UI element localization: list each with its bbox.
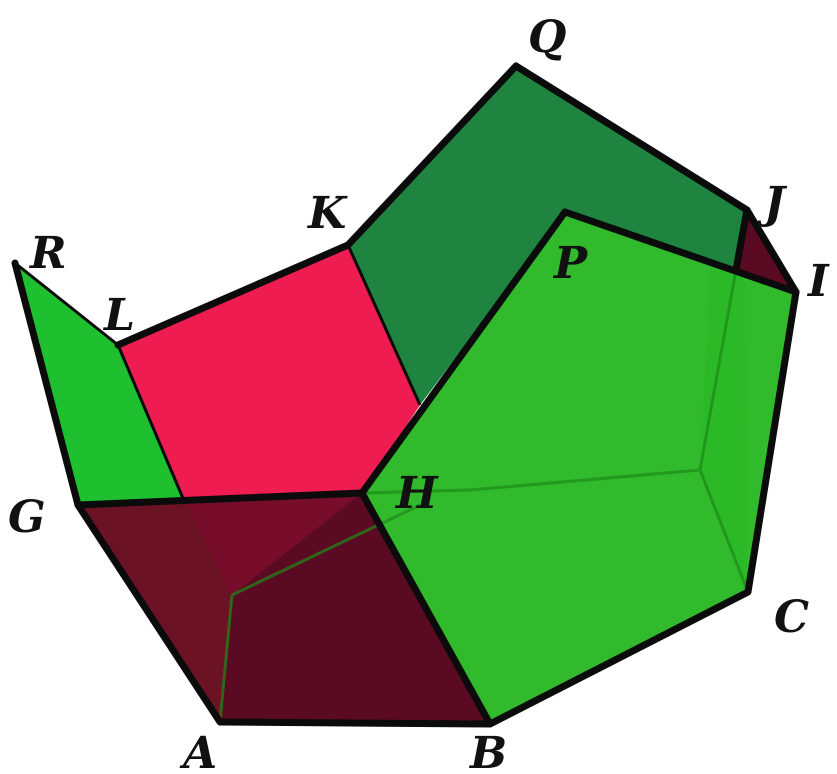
label-r: R — [28, 228, 67, 279]
thin-edges — [14, 244, 422, 504]
label-g: G — [8, 492, 46, 543]
label-a: A — [179, 728, 217, 774]
label-j: J — [757, 178, 788, 229]
label-p: P — [552, 238, 589, 289]
visible-edges — [11, 62, 800, 728]
face-bright-green-rlg — [15, 263, 185, 505]
label-q: Q — [528, 12, 566, 63]
label-k: K — [306, 188, 348, 239]
label-i: I — [806, 256, 830, 307]
label-h: H — [394, 468, 439, 519]
label-c: C — [774, 592, 809, 643]
face-light-green-picbh — [362, 212, 796, 724]
label-b: B — [468, 728, 507, 774]
label-l: L — [102, 290, 135, 341]
hidden-edges — [218, 269, 750, 723]
face-maroon-shade-2 — [185, 493, 362, 595]
face-pink-lkh — [118, 245, 420, 500]
